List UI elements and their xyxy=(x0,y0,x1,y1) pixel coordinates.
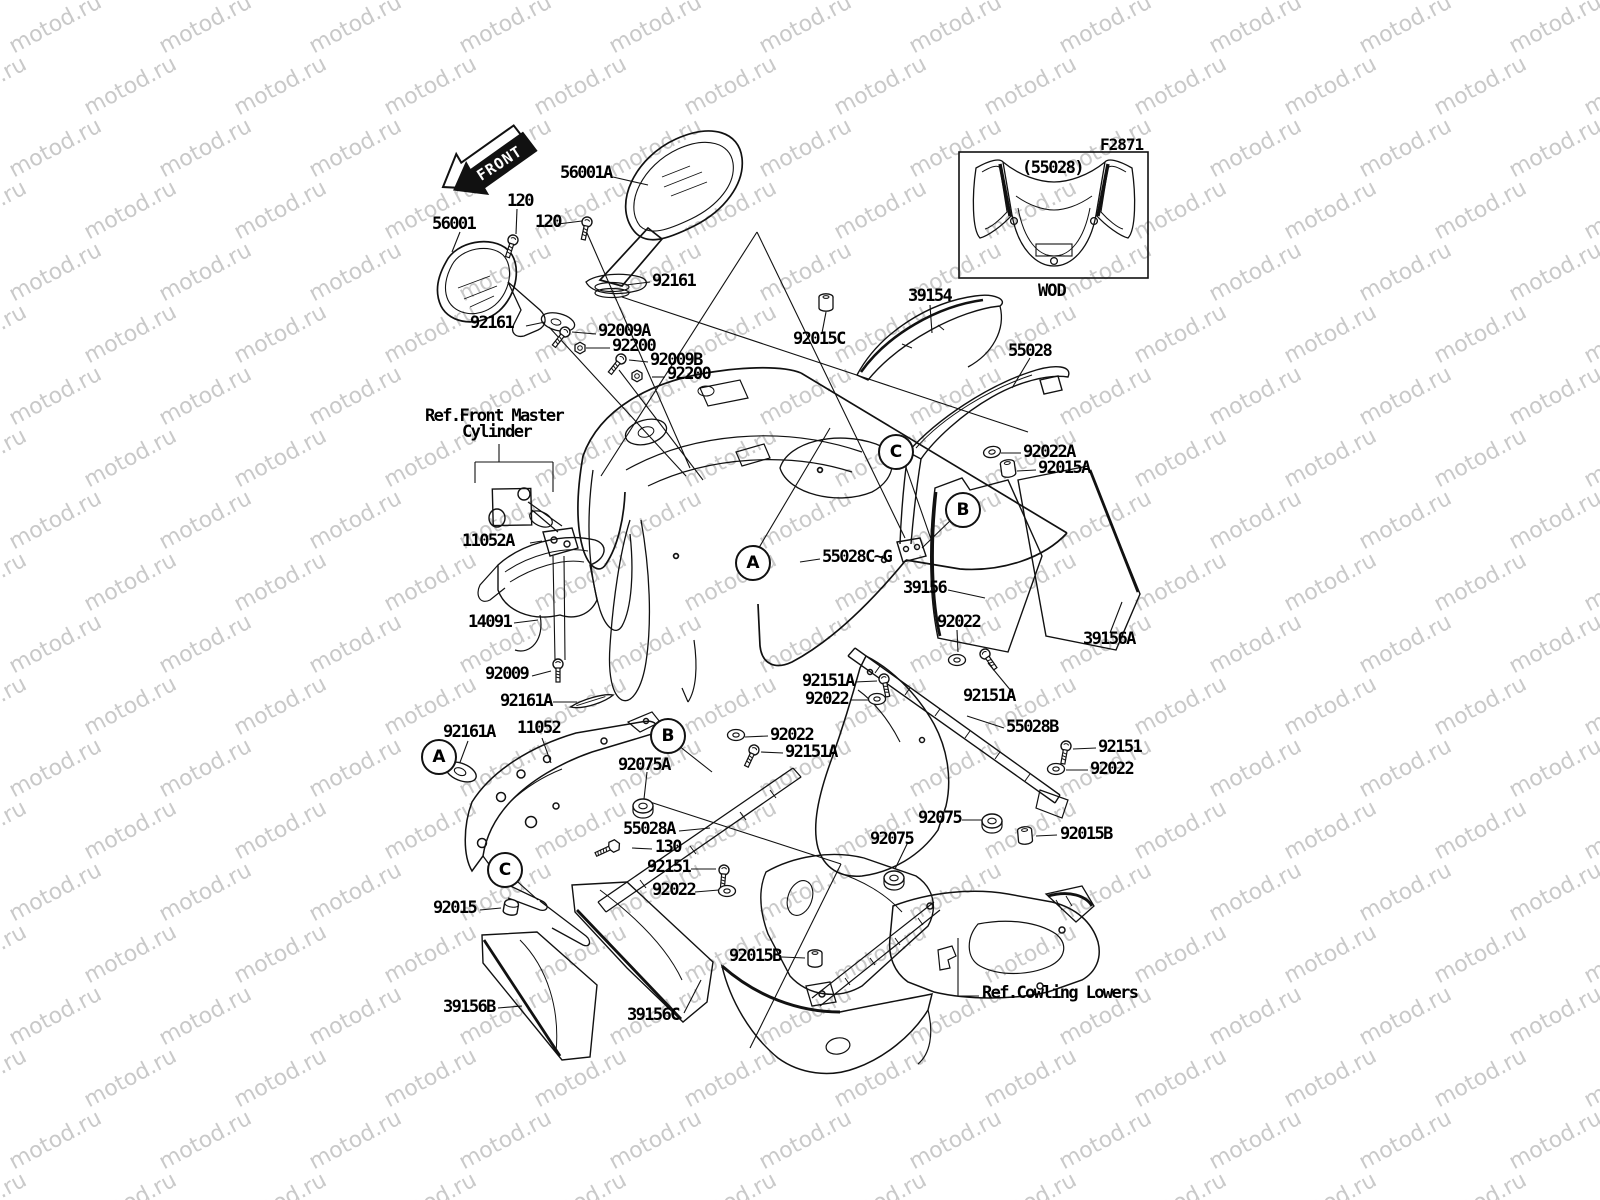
part-label: 14091 xyxy=(468,612,513,632)
part-label: 92022 xyxy=(1090,759,1135,779)
part-label: 56001 xyxy=(432,214,477,234)
part-label: 39156C xyxy=(627,1005,680,1025)
part-label: 92200 xyxy=(612,336,657,356)
part-label: 120 xyxy=(535,212,563,232)
part-label: 120 xyxy=(507,191,535,211)
callout-a: A xyxy=(421,739,457,775)
strip-55028b xyxy=(847,647,1069,819)
part-label: 92151 xyxy=(647,857,692,877)
part-label: 92161 xyxy=(652,271,697,291)
windscreen-strip-39154 xyxy=(856,294,1003,381)
part-label: 92015C xyxy=(793,329,846,349)
front-arrow: FRONT xyxy=(441,124,538,196)
part-label: 55028 xyxy=(1008,341,1053,361)
part-label: 92022 xyxy=(652,880,697,900)
part-label: 92009A xyxy=(598,321,651,341)
belly-panel xyxy=(720,901,941,1075)
part-label: 92200 xyxy=(667,364,712,384)
part-label: 39156B xyxy=(443,997,496,1017)
inset-part-label: (55028) xyxy=(1022,158,1083,178)
part-label: 92161 xyxy=(470,313,515,333)
part-label: 92022A xyxy=(1023,442,1076,462)
part-label: 56001A xyxy=(560,163,613,183)
part-label: 92015B xyxy=(729,946,782,966)
part-label: 92022 xyxy=(937,612,982,632)
panel-39156b xyxy=(481,931,598,1061)
cover-14091 xyxy=(477,536,605,652)
part-label: 92151A xyxy=(785,742,838,762)
part-label: 92151 xyxy=(1098,737,1143,757)
part-label: 39156A xyxy=(1083,629,1136,649)
windshield-inset-box xyxy=(958,151,1149,279)
part-label: 92022 xyxy=(770,725,815,745)
callout-c: C xyxy=(487,852,523,888)
part-label: 55028A xyxy=(623,819,676,839)
callout-c: C xyxy=(878,434,914,470)
part-label: 92009 xyxy=(485,664,530,684)
inset-figure-code: F2871 xyxy=(1100,135,1144,154)
part-label: 92151A xyxy=(802,671,855,691)
part-label: Ref.Front Master xyxy=(425,406,565,426)
cowling-lower-left xyxy=(760,853,935,995)
callout-b: B xyxy=(945,492,981,528)
part-label: 92009B xyxy=(650,350,703,370)
part-label: 92015A xyxy=(1038,458,1091,478)
strip-55028a xyxy=(597,767,802,913)
part-label: 92015 xyxy=(433,898,478,918)
part-label: 55028B xyxy=(1006,717,1059,737)
part-label: 92075 xyxy=(918,808,963,828)
panel-39156c xyxy=(571,881,714,1023)
part-label: 92075 xyxy=(870,829,915,849)
part-label: 39154 xyxy=(908,286,953,306)
panel-39156a xyxy=(1017,465,1141,651)
part-label: 55028C~G xyxy=(822,547,893,567)
part-label: 11052A xyxy=(462,531,515,551)
part-label: Cylinder xyxy=(462,422,533,442)
part-label: 92015B xyxy=(1060,824,1113,844)
cowling-lower-right xyxy=(888,885,1100,999)
inset-caption: WOD xyxy=(1038,281,1066,301)
inner-panel xyxy=(814,654,950,877)
master-cylinder xyxy=(488,487,579,557)
part-label: 11052 xyxy=(517,718,562,738)
callout-b: B xyxy=(650,718,686,754)
callout-a: A xyxy=(735,545,771,581)
part-label: 92022 xyxy=(805,689,850,709)
part-label: 92075A xyxy=(618,755,671,775)
left-mirror-drawing xyxy=(436,240,576,338)
right-mirror-drawing xyxy=(585,130,744,299)
windshield-drawing xyxy=(972,159,1136,267)
part-label: 39156 xyxy=(903,578,948,598)
part-label: 92151A xyxy=(963,686,1016,706)
part-label: 92161A xyxy=(443,722,496,742)
part-label: Ref.Cowling Lowers xyxy=(982,983,1139,1003)
part-label: 92161A xyxy=(500,691,553,711)
part-label: 130 xyxy=(655,837,683,857)
